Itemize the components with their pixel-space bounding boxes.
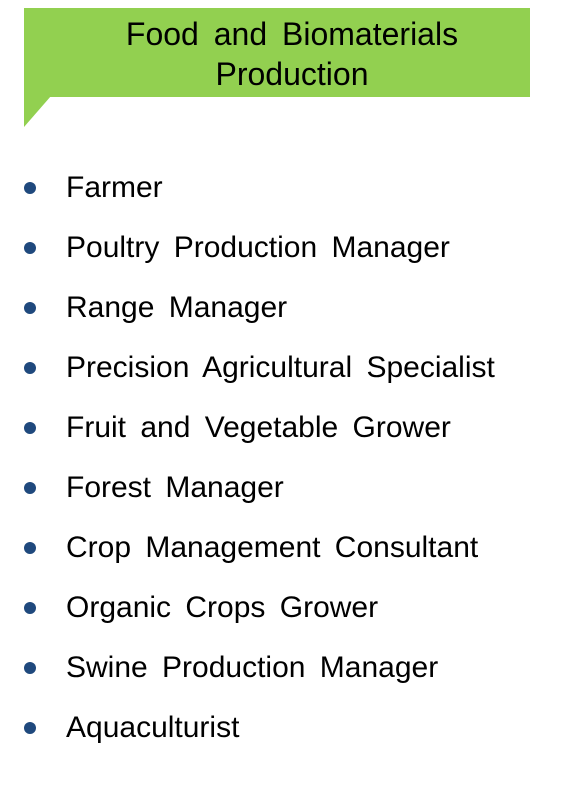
bullet-icon [24, 242, 36, 254]
list-item-label: Crop Management Consultant [66, 531, 479, 564]
list-item: Range Manager [0, 278, 562, 338]
bullet-icon [24, 482, 36, 494]
list-item-label: Range Manager [66, 291, 288, 324]
page-title-line-2: Production [215, 56, 369, 92]
list-item-label: Organic Crops Grower [66, 591, 379, 624]
list-item: Fruit and Vegetable Grower [0, 398, 562, 458]
list-item-label: Poultry Production Manager [66, 231, 450, 264]
bullet-icon [24, 362, 36, 374]
bullet-icon [24, 422, 36, 434]
list-item: Aquaculturist [0, 698, 562, 758]
list-item: Farmer [0, 158, 562, 218]
list-item-label: Fruit and Vegetable Grower [66, 411, 451, 444]
list-item: Crop Management Consultant [0, 518, 562, 578]
title-banner [24, 8, 530, 97]
bullet-icon [24, 662, 36, 674]
bullet-icon [24, 182, 36, 194]
list-item: Precision Agricultural Specialist [0, 338, 562, 398]
list-item-label: Aquaculturist [66, 711, 240, 744]
bullet-icon [24, 602, 36, 614]
career-list: Farmer Poultry Production Manager Range … [0, 158, 562, 758]
bullet-icon [24, 302, 36, 314]
page-title: Food and Biomaterials Production [24, 14, 560, 94]
list-item-label: Forest Manager [66, 471, 284, 504]
list-item: Poultry Production Manager [0, 218, 562, 278]
list-item: Forest Manager [0, 458, 562, 518]
list-item-label: Swine Production Manager [66, 651, 439, 684]
list-item-label: Farmer [66, 171, 163, 204]
list-item-label: Precision Agricultural Specialist [66, 351, 495, 384]
page-title-line-1: Food and Biomaterials [125, 16, 459, 52]
list-item: Swine Production Manager [0, 638, 562, 698]
bullet-icon [24, 722, 36, 734]
bullet-icon [24, 542, 36, 554]
list-item: Organic Crops Grower [0, 578, 562, 638]
title-banner-tail [24, 96, 51, 127]
